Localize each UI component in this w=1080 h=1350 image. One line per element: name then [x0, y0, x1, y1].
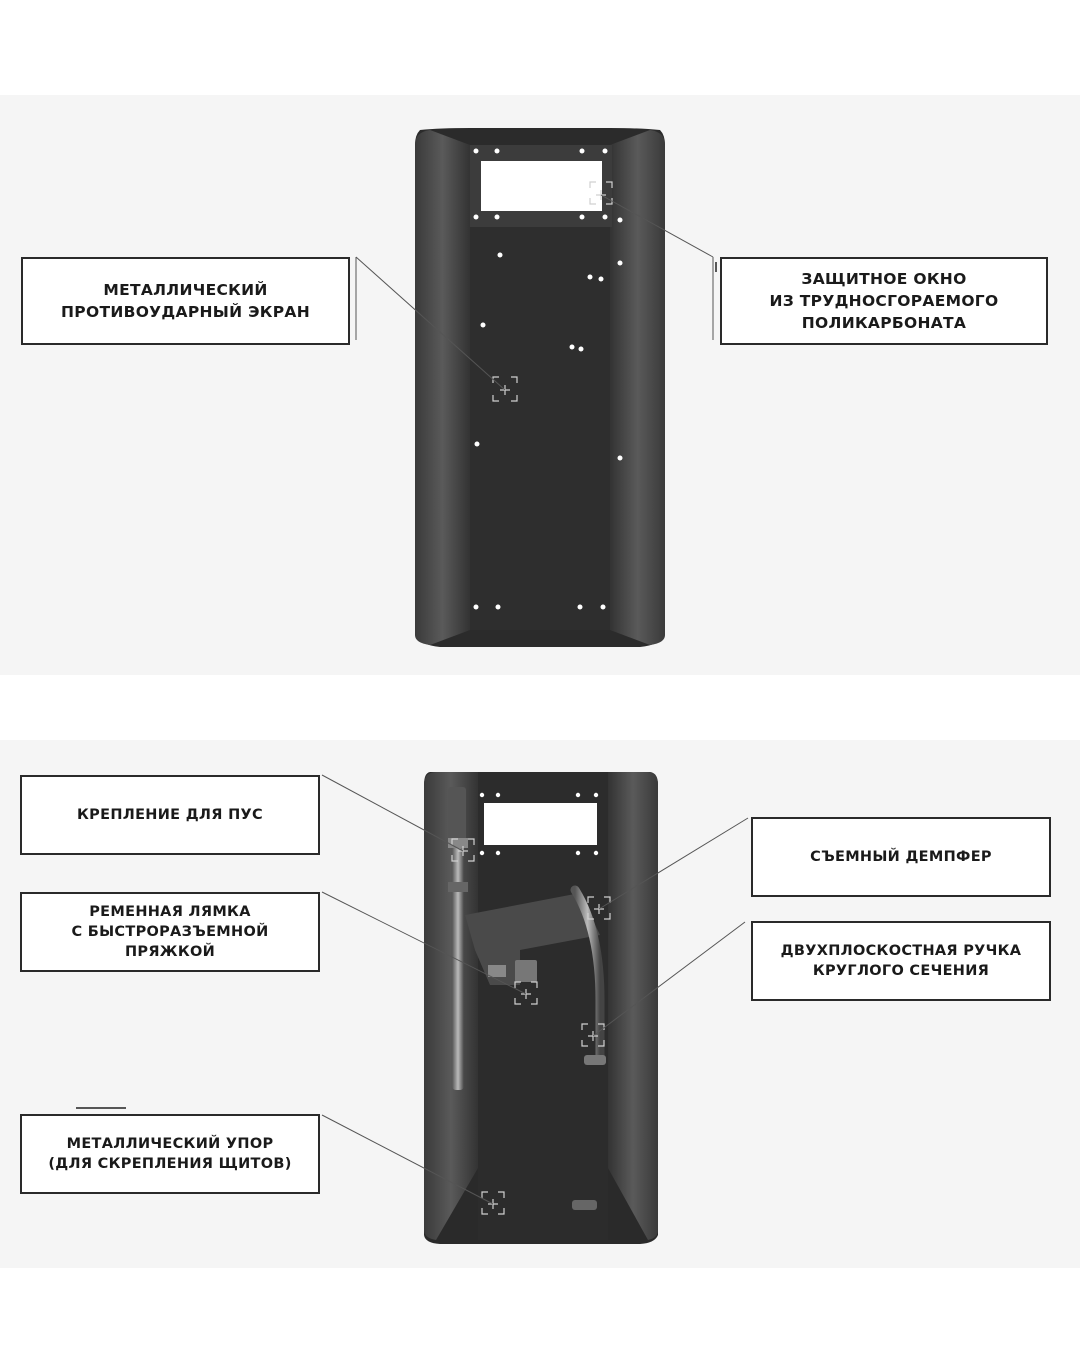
label-line: (ДЛЯ СКРЕПЛЕНИЯ ЩИТОВ) [48, 1156, 292, 1172]
polycarbonate-window [470, 145, 612, 227]
leader-lines-top [355, 194, 717, 391]
label-line: ИЗ ТРУДНОСГОРАЕМОГО [769, 292, 999, 310]
label-line: С БЫСТРОРАЗЪЕМНОЙ [71, 924, 269, 940]
label-metal-stop: МЕТАЛЛИЧЕСКИЙ УПОР (ДЛЯ СКРЕПЛЕНИЯ ЩИТОВ… [20, 1114, 320, 1194]
label-line: МЕТАЛЛИЧЕСКИЙ УПОР [66, 1136, 274, 1152]
label-line: КРЕПЛЕНИЕ ДЛЯ ПУС [77, 807, 263, 823]
label-line: МЕТАЛЛИЧЕСКИЙ [103, 281, 268, 299]
shield-front [415, 128, 665, 647]
baton-icon [448, 787, 468, 1090]
label-protective-window: ЗАЩИТНОЕ ОКНО ИЗ ТРУДНОСГОРАЕМОГО ПОЛИКА… [720, 257, 1048, 345]
label-belt-strap: РЕМЕННАЯ ЛЯМКА С БЫСТРОРАЗЪЕМНОЙ ПРЯЖКОЙ [20, 892, 320, 972]
belt-strap-icon [465, 893, 600, 985]
label-removable-damper: СЪЕМНЫЙ ДЕМПФЕР [751, 817, 1051, 897]
label-round-handle: ДВУХПЛОСКОСТНАЯ РУЧКА КРУГЛОГО СЕЧЕНИЯ [751, 921, 1051, 1001]
label-line: ПОЛИКАРБОНАТА [801, 314, 967, 332]
label-line: ПРОТИВОУДАРНЫЙ ЭКРАН [61, 303, 310, 321]
metal-stop-icon [572, 1200, 597, 1210]
label-line: ЗАЩИТНОЕ ОКНО [801, 270, 967, 288]
label-metal-screen: МЕТАЛЛИЧЕСКИЙ ПРОТИВОУДАРНЫЙ ЭКРАН [21, 257, 350, 345]
label-line: КРУГЛОГО СЕЧЕНИЯ [812, 963, 990, 979]
label-line: СЪЕМНЫЙ ДЕМПФЕР [810, 849, 992, 865]
label-line: РЕМЕННАЯ ЛЯМКА [89, 904, 251, 920]
label-line: ПРЯЖКОЙ [124, 944, 216, 960]
label-line: ДВУХПЛОСКОСТНАЯ РУЧКА [780, 943, 1022, 959]
label-baton-mount: КРЕПЛЕНИЕ ДЛЯ ПУС [20, 775, 320, 855]
shield-back [424, 772, 658, 1244]
window-back [479, 792, 599, 856]
leader-lines-bottom [76, 774, 749, 1205]
handle-icon [570, 885, 606, 1065]
